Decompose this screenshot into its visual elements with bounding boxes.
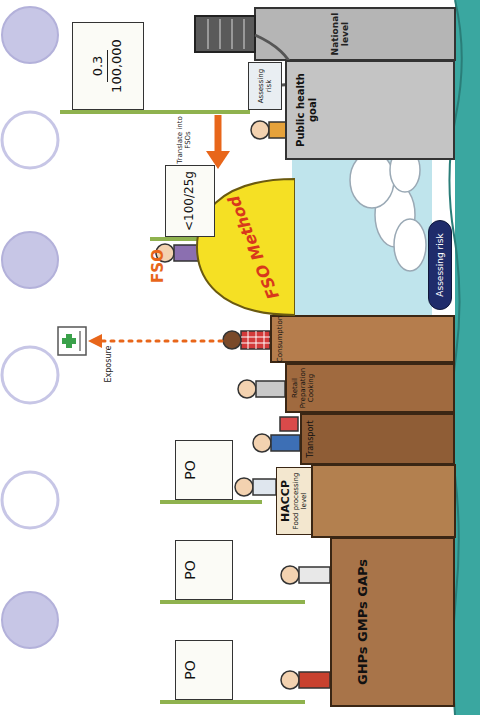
flag-pole xyxy=(160,700,305,704)
hospital-icon xyxy=(58,327,86,355)
national-building xyxy=(243,19,245,49)
fso-label: FSO xyxy=(150,241,167,291)
level-label: National level xyxy=(330,8,351,60)
flag-pole xyxy=(160,600,305,604)
national-building xyxy=(195,8,455,60)
national-building xyxy=(231,19,233,49)
goal-flag: 0.3100,000 xyxy=(72,22,144,110)
flag-pole xyxy=(60,110,250,114)
deco-circle xyxy=(2,232,58,288)
health-goal-wall: Public health goal xyxy=(285,60,455,160)
node-body: Food processing level xyxy=(292,470,308,532)
node-label: 0.3 xyxy=(91,50,108,83)
person-figure xyxy=(281,671,299,689)
deco-circle xyxy=(2,592,58,648)
cloud xyxy=(394,219,426,271)
national-building xyxy=(207,19,209,49)
node-label: PO xyxy=(182,560,198,579)
haccp-wall xyxy=(312,465,455,537)
node-body: 100,000 xyxy=(110,39,125,93)
cloud xyxy=(350,152,394,208)
person-figure xyxy=(253,479,276,495)
transport-wall: Transport xyxy=(300,413,455,465)
translate-arrow xyxy=(215,115,222,153)
exposure-arrow xyxy=(100,340,222,343)
deco-circle xyxy=(2,7,58,648)
person-figure xyxy=(235,478,253,496)
person-figure xyxy=(271,435,300,451)
risk-pad: Assessing risk xyxy=(428,220,452,310)
fso-flag: <100/25g xyxy=(165,165,215,237)
person-figure xyxy=(241,331,270,349)
person-figure xyxy=(299,567,330,583)
node-label: HACCP xyxy=(280,480,293,522)
node-label: <100/25g xyxy=(183,171,197,231)
node-label: Public health goal xyxy=(295,66,318,154)
deco-circle xyxy=(2,7,58,63)
national-building xyxy=(195,16,255,52)
node-label: Consumption xyxy=(276,316,284,362)
retail-wall: Retail Preparation Cooking xyxy=(285,363,455,413)
haccp-wall xyxy=(312,465,455,537)
translate-note: Translate into FSOs xyxy=(176,115,192,165)
node-label: PO xyxy=(182,460,198,479)
person-figure xyxy=(299,672,330,688)
hospital-icon xyxy=(66,334,72,348)
exposure-arrow xyxy=(88,334,102,348)
ground-strip xyxy=(455,0,480,715)
person-figure xyxy=(253,434,271,452)
person-figure xyxy=(280,417,298,431)
person-figure xyxy=(238,380,256,398)
deco-circle xyxy=(2,472,58,528)
po-flag: PO xyxy=(175,640,233,700)
person-figure xyxy=(241,331,270,349)
node-label: Assessing risk xyxy=(257,64,273,108)
hospital-icon xyxy=(58,327,86,355)
person-figure xyxy=(256,381,285,397)
national-building xyxy=(255,8,455,60)
node-label: Assessing risk xyxy=(435,233,445,296)
flag-pole xyxy=(60,112,305,702)
cloud xyxy=(350,148,426,271)
node-label: GHPs GMPs GAPs xyxy=(356,559,371,685)
national-building xyxy=(219,19,221,49)
po-flag: PO xyxy=(175,440,233,500)
translate-arrow xyxy=(206,115,230,169)
person-figure xyxy=(156,121,330,689)
hospital-icon xyxy=(79,331,81,351)
exposure-label: Exposure xyxy=(104,339,113,389)
node-label: Transport xyxy=(306,420,315,458)
node-label: PO xyxy=(182,660,198,679)
computer-box: Assessing risk xyxy=(248,62,282,110)
po-flag: PO xyxy=(175,540,233,600)
person-figure xyxy=(251,121,269,139)
person-figure xyxy=(223,331,241,349)
flag-pole xyxy=(160,500,262,504)
deco-circle xyxy=(2,347,58,403)
consumption-wall: Consumption xyxy=(270,315,455,363)
haccp-sign: HACCPFood processing level xyxy=(276,467,312,535)
node-label: Retail Preparation Cooking xyxy=(291,366,315,410)
gap-wall: GHPs GMPs GAPs xyxy=(330,537,455,707)
deco-circle xyxy=(2,112,58,168)
person-figure xyxy=(281,566,299,584)
